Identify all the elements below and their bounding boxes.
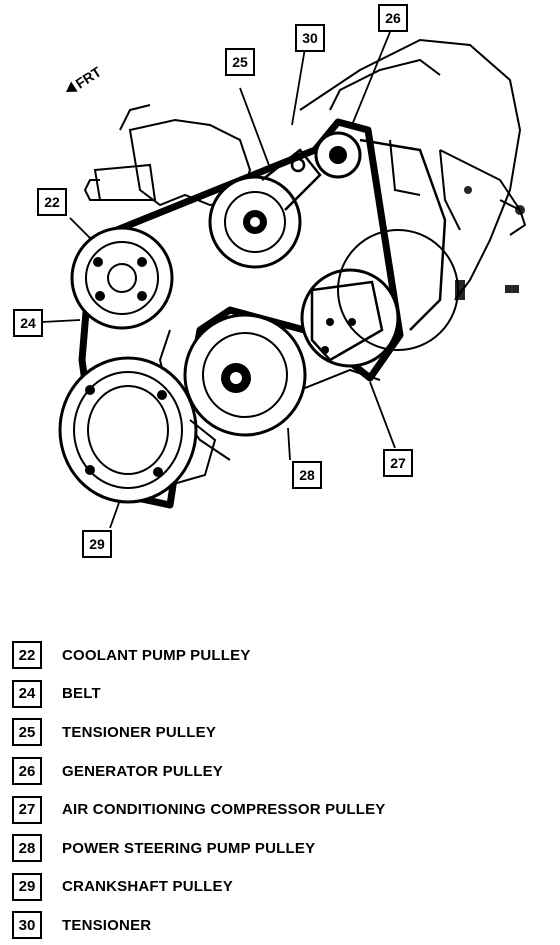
legend-label: BELT bbox=[62, 685, 101, 703]
callout-22: 22 bbox=[37, 188, 67, 216]
legend-label: TENSIONER PULLEY bbox=[62, 723, 217, 741]
callout-leaders bbox=[41, 31, 396, 529]
crankshaft-pulley bbox=[58, 356, 217, 504]
legend-number: 22 bbox=[12, 641, 42, 670]
engine-shading bbox=[455, 186, 525, 300]
legend-number: 26 bbox=[12, 757, 42, 786]
callout-29: 29 bbox=[82, 530, 112, 558]
legend-item: 22 COOLANT PUMP PULLEY bbox=[12, 636, 552, 675]
generator-pulley bbox=[314, 131, 447, 331]
legend-label: AIR CONDITIONING COMPRESSOR PULLEY bbox=[62, 801, 386, 819]
tensioner-arm bbox=[261, 148, 322, 211]
callout-28: 28 bbox=[292, 461, 322, 489]
callout-26: 26 bbox=[378, 4, 408, 32]
legend-label: POWER STEERING PUMP PULLEY bbox=[62, 839, 316, 857]
legend-label: COOLANT PUMP PULLEY bbox=[62, 646, 251, 664]
callout-30: 30 bbox=[295, 24, 325, 52]
legend-label: GENERATOR PULLEY bbox=[62, 762, 223, 780]
tensioner-pulley bbox=[208, 175, 302, 269]
power-steering-pump-pulley bbox=[183, 313, 307, 437]
legend-item: 24 BELT bbox=[12, 675, 552, 714]
belt-routing-diagram: FRT 22 24 25 26 30 27 28 29 bbox=[13, 4, 527, 558]
ac-compressor-pulley bbox=[300, 229, 459, 368]
legend-number: 29 bbox=[12, 872, 42, 901]
parts-legend: 22 COOLANT PUMP PULLEY 24 BELT 25 TENSIO… bbox=[12, 636, 552, 945]
legend-item: 28 POWER STEERING PUMP PULLEY bbox=[12, 829, 552, 868]
legend-item: 25 TENSIONER PULLEY bbox=[12, 713, 552, 752]
legend-number: 24 bbox=[12, 679, 42, 708]
callout-24: 24 bbox=[13, 309, 43, 337]
legend-item: 26 GENERATOR PULLEY bbox=[12, 752, 552, 791]
engine-illustration bbox=[41, 31, 527, 529]
legend-label: TENSIONER bbox=[62, 916, 152, 934]
callout-27: 27 bbox=[383, 449, 413, 477]
legend-number: 27 bbox=[12, 795, 42, 824]
legend-number: 28 bbox=[12, 834, 42, 863]
legend-number: 30 bbox=[12, 911, 42, 940]
callout-25: 25 bbox=[225, 48, 255, 76]
legend-number: 25 bbox=[12, 718, 42, 747]
legend-label: CRANKSHAFT PULLEY bbox=[62, 878, 233, 896]
legend-item: 27 AIR CONDITIONING COMPRESSOR PULLEY bbox=[12, 790, 552, 829]
legend-item: 30 TENSIONER bbox=[12, 906, 552, 945]
coolant-pump-pulley bbox=[70, 226, 174, 330]
legend-item: 29 CRANKSHAFT PULLEY bbox=[12, 868, 552, 907]
